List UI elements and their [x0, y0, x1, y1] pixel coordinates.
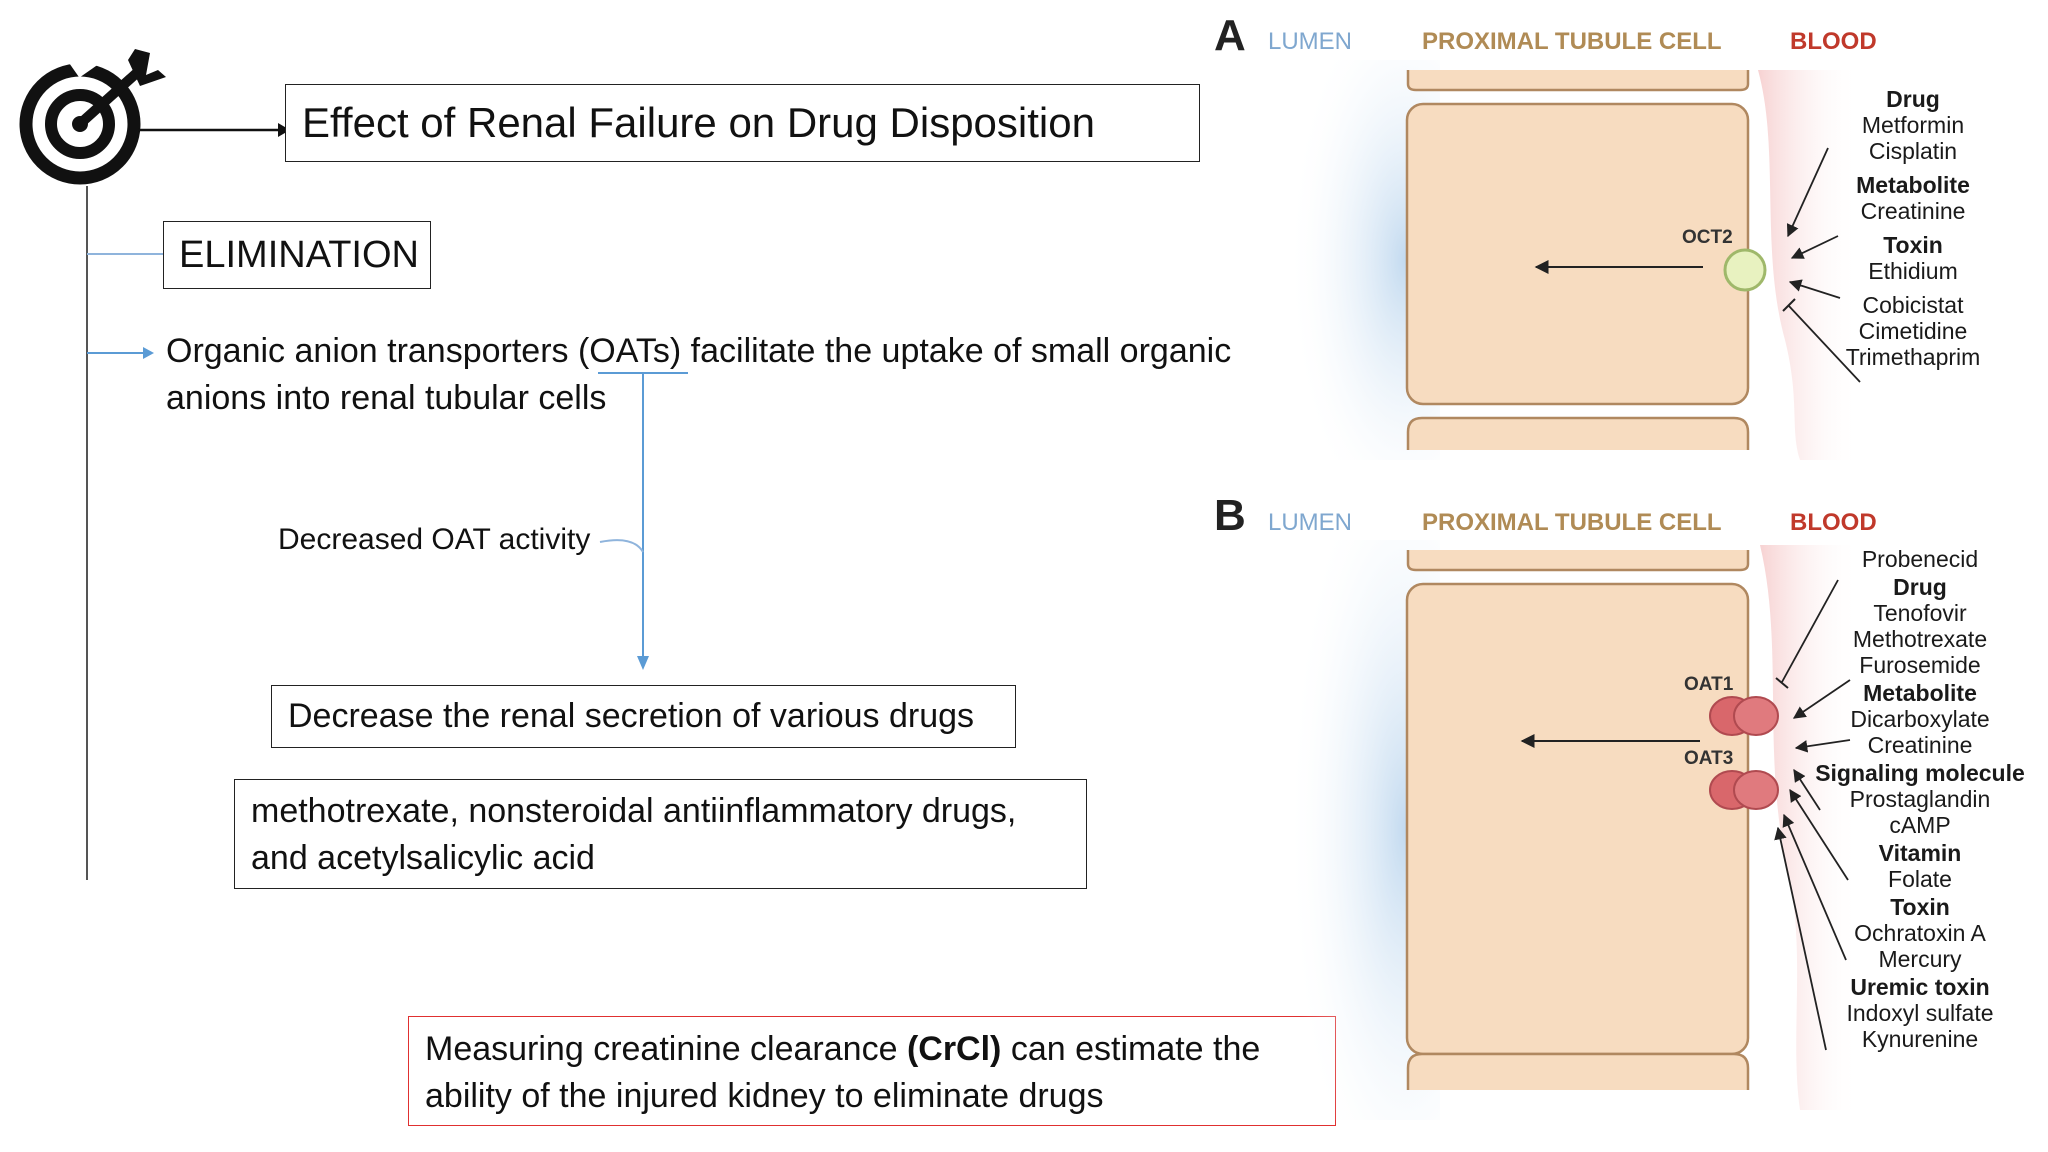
substrate-item: Tenofovir: [1873, 600, 1967, 626]
substrate-item: Trimethaprim: [1845, 344, 1981, 370]
substrate-group-heading: Drug: [1893, 574, 1947, 600]
oat1-label: OAT1: [1684, 674, 1734, 695]
substrate-item: Furosemide: [1859, 652, 1981, 678]
substrate-item: Folate: [1888, 866, 1952, 892]
substrate-item: Metformin: [1861, 112, 1965, 138]
panel-b-cell: [1405, 582, 1750, 1056]
section-elimination: ELIMINATION: [163, 221, 431, 289]
panel-a-cell: [1405, 102, 1750, 406]
substrate-group-heading: Toxin: [1890, 894, 1950, 920]
target-icon: [19, 38, 166, 185]
substrate-item: Creatinine: [1860, 198, 1966, 224]
oat-description: Organic anion transporters (OATs) facili…: [166, 328, 1296, 422]
arrow-label: Decreased OAT activity: [278, 523, 591, 556]
crcl-post: can estimate the: [1001, 1030, 1261, 1068]
slide-title: Effect of Renal Failure on Drug Disposit…: [285, 84, 1200, 162]
substrate-group-heading: Toxin: [1883, 232, 1943, 258]
substrate-group-heading: Vitamin: [1878, 840, 1962, 866]
panel-a-letter: A: [1214, 11, 1246, 60]
substrate-item: Creatinine: [1867, 732, 1973, 758]
oat3-label: OAT3: [1684, 748, 1733, 769]
result-box: Decrease the renal secretion of various …: [271, 685, 1016, 748]
substrate-item: Mercury: [1878, 946, 1962, 972]
oat3-transporter: [1709, 770, 1779, 810]
oct2-label: OCT2: [1682, 227, 1733, 248]
panel-b: B LUMEN PROXIMAL TUBULE CELL BLOOD OAT1 …: [1214, 491, 1877, 1120]
substrate-item: Cisplatin: [1868, 138, 1958, 164]
drug-list-line-2: and acetylsalicylic acid: [251, 839, 595, 877]
substrate-item: Probenecid: [1861, 546, 1979, 572]
substrate-item: Methotrexate: [1852, 626, 1988, 652]
oat-line-2: anions into renal tubular cells: [166, 379, 607, 417]
substrate-item: Ethidium: [1868, 258, 1958, 284]
oat-line-1: Organic anion transporters (OATs) facili…: [166, 332, 1232, 370]
substrate-group-heading: Metabolite: [1856, 172, 1970, 198]
oat1-transporter: [1709, 696, 1779, 736]
panel-b-lumen: LUMEN: [1268, 509, 1352, 536]
panel-b-cell-label: PROXIMAL TUBULE CELL: [1422, 509, 1722, 536]
substrate-item: Dicarboxylate: [1850, 706, 1990, 732]
panel-a: A LUMEN PROXIMAL TUBULE CELL BLOOD OCT2: [1214, 11, 1877, 460]
substrate-group-heading: Uremic toxin: [1850, 974, 1990, 1000]
substrate-item: Ochratoxin A: [1854, 920, 1986, 946]
substrate-item: Kynurenine: [1861, 1026, 1979, 1052]
panel-a-lumen: LUMEN: [1268, 28, 1352, 55]
substrate-item: Cimetidine: [1858, 318, 1968, 344]
panel-a-cell-label: PROXIMAL TUBULE CELL: [1422, 28, 1722, 55]
substrate-group-heading: Drug: [1886, 86, 1940, 112]
panel-a-blood: BLOOD: [1790, 28, 1877, 55]
connector-lines: [19, 38, 688, 880]
substrate-group-heading: Signaling molecule: [1815, 760, 2025, 786]
substrate-item: Cobicistat: [1862, 292, 1964, 318]
substrate-group-heading: Metabolite: [1863, 680, 1977, 706]
substrate-item: cAMP: [1889, 812, 1951, 838]
drug-list-box: methotrexate, nonsteroidal antiinflammat…: [234, 779, 1087, 889]
panel-b-letter: B: [1214, 491, 1246, 540]
crcl-note-box: Measuring creatinine clearance (CrCl) ca…: [408, 1016, 1336, 1126]
crcl-line-2: ability of the injured kidney to elimina…: [425, 1077, 1104, 1115]
crcl-line-1: Measuring creatinine clearance (CrCl) ca…: [425, 1026, 1319, 1073]
oct2-transporter: [1723, 248, 1767, 292]
substrate-group: Probenecid: [1800, 546, 2040, 572]
crcl-bold: (CrCl): [906, 1030, 1002, 1068]
panel-b-blood: BLOOD: [1790, 509, 1877, 536]
transporter-figure: A LUMEN PROXIMAL TUBULE CELL BLOOD OCT2 …: [1214, 11, 1877, 1120]
crcl-pre: Measuring creatinine clearance: [425, 1030, 907, 1068]
drug-list-line-1: methotrexate, nonsteroidal antiinflammat…: [251, 792, 1017, 830]
substrate-item: Indoxyl sulfate: [1846, 1000, 1994, 1026]
substrate-item: Prostaglandin: [1849, 786, 1991, 812]
